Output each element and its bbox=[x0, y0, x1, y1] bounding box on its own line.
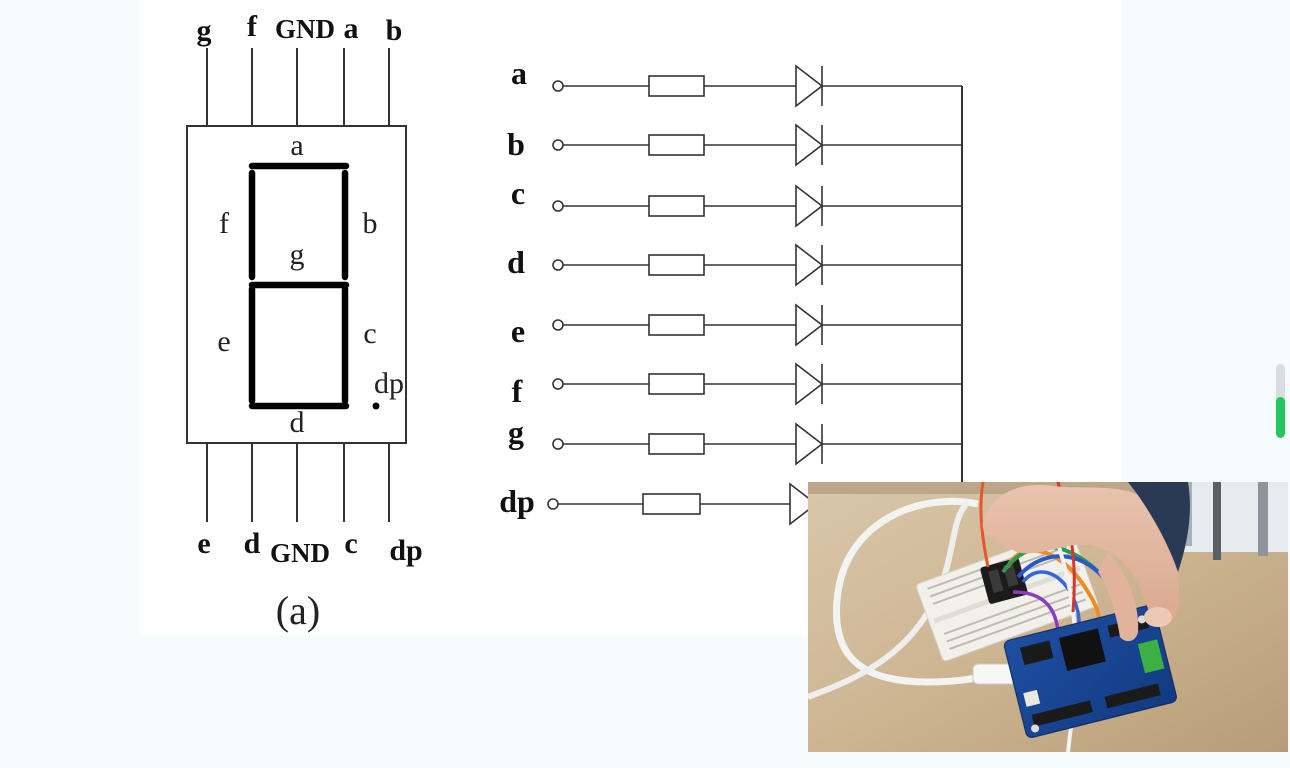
top-pin-label-b: b bbox=[386, 14, 403, 47]
terminal-d bbox=[552, 259, 564, 271]
circuit-row-b: b bbox=[507, 123, 962, 167]
circuit-row-g: g bbox=[508, 414, 962, 466]
circuit-row-e: e bbox=[511, 303, 962, 349]
bottom-pin-label-gnd: GND bbox=[270, 538, 330, 568]
bottom-pin-label-d: d bbox=[244, 527, 261, 560]
segment-label-d: d bbox=[290, 406, 305, 439]
circuit-row-a: a bbox=[511, 55, 962, 108]
top-pin-label-g: g bbox=[197, 14, 212, 47]
bottom-pin-label-dp: dp bbox=[389, 534, 422, 567]
terminal-g bbox=[552, 438, 564, 450]
hand-thumbnail bbox=[1144, 607, 1172, 627]
terminal-f bbox=[552, 378, 564, 390]
display-package: g f GND a b a b c d e f g dp e d GND c d… bbox=[186, 10, 423, 633]
terminal-c bbox=[552, 200, 564, 212]
resistor-b bbox=[648, 134, 705, 156]
bottom-pin-label-c: c bbox=[344, 527, 357, 560]
row-label-f: f bbox=[512, 373, 523, 409]
segment-label-f: f bbox=[219, 207, 229, 240]
hardware-photo bbox=[808, 482, 1288, 752]
terminal-dp bbox=[547, 498, 559, 510]
scrollbar-fill bbox=[1276, 397, 1285, 438]
segment-dp-dot bbox=[372, 402, 380, 410]
segment-label-g: g bbox=[290, 238, 305, 271]
terminal-b bbox=[552, 139, 564, 151]
row-label-c: c bbox=[511, 175, 525, 211]
usb-cable bbox=[833, 497, 1019, 686]
background-stand bbox=[1258, 482, 1268, 556]
row-label-b: b bbox=[507, 126, 525, 162]
segment-label-dp: dp bbox=[374, 367, 404, 400]
dev-board-terminal bbox=[1137, 639, 1165, 674]
circuit-row-f: f bbox=[512, 362, 962, 409]
row-label-d: d bbox=[507, 244, 525, 280]
segment-label-a: a bbox=[290, 129, 303, 162]
segment-label-c: c bbox=[363, 317, 376, 350]
hand-finger bbox=[1098, 552, 1139, 642]
background-stand bbox=[1213, 482, 1221, 560]
resistor-f bbox=[648, 373, 705, 395]
top-pin-label-a: a bbox=[344, 12, 359, 45]
diode-dp bbox=[789, 482, 818, 526]
circuit-row-d: d bbox=[507, 243, 962, 287]
bottom-pin-label-e: e bbox=[197, 527, 210, 560]
diode-e bbox=[795, 303, 824, 347]
sleeve bbox=[1128, 482, 1190, 572]
resistor-g bbox=[648, 433, 705, 455]
resistor-a bbox=[648, 75, 705, 97]
circuit-row-c: c bbox=[511, 175, 962, 228]
resistor-e bbox=[648, 314, 705, 336]
row-label-a: a bbox=[511, 55, 527, 91]
row-label-dp: dp bbox=[499, 483, 535, 519]
terminal-e bbox=[552, 319, 564, 331]
diode-f bbox=[795, 362, 824, 406]
circuit-schematic: a b c bbox=[499, 55, 963, 526]
circuit-row-dp: dp bbox=[499, 482, 818, 526]
row-label-e: e bbox=[511, 313, 525, 349]
diode-c bbox=[795, 184, 824, 228]
diode-a bbox=[795, 64, 824, 108]
diode-b bbox=[795, 123, 824, 167]
resistor-d bbox=[648, 254, 705, 276]
segment-label-b: b bbox=[363, 207, 378, 240]
diode-g bbox=[795, 422, 824, 466]
resistor-c bbox=[648, 195, 705, 217]
jumper-wire bbox=[979, 482, 990, 568]
resistor-dp bbox=[642, 493, 701, 515]
top-pin-label-f: f bbox=[247, 10, 258, 43]
scrollbar[interactable] bbox=[1276, 364, 1285, 438]
row-label-g: g bbox=[508, 414, 524, 450]
segment-label-e: e bbox=[217, 325, 230, 358]
photo-illustration bbox=[808, 482, 1288, 752]
diode-d bbox=[795, 243, 824, 287]
hand bbox=[982, 485, 1179, 627]
dev-board-chip bbox=[1058, 628, 1106, 672]
terminal-a bbox=[552, 80, 564, 92]
top-pin-label-gnd: GND bbox=[275, 14, 335, 44]
figure-caption: (a) bbox=[276, 588, 320, 633]
seven-segment-digit bbox=[988, 569, 1004, 594]
